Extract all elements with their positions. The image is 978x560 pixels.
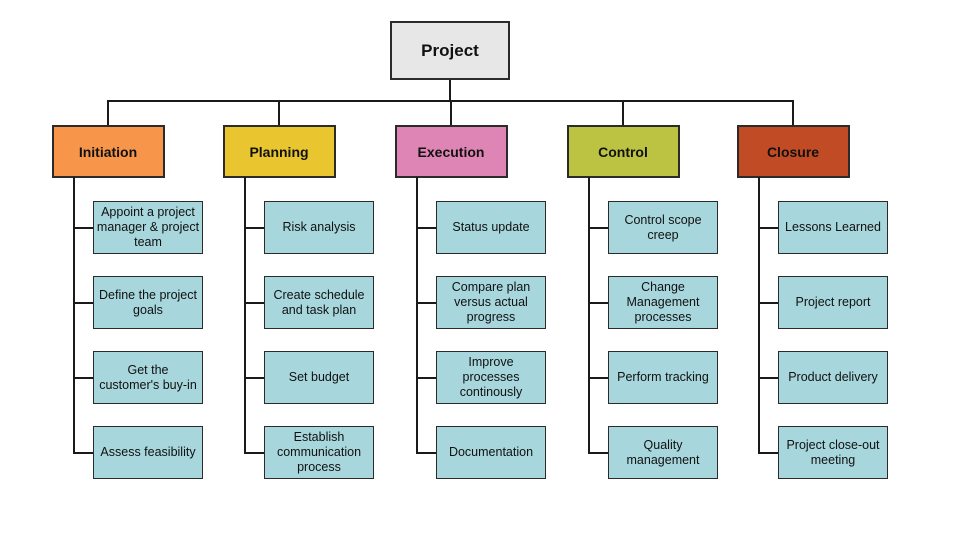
task-box-initiation-1: Appoint a project manager & project team — [93, 201, 203, 254]
task-box-execution-4: Documentation — [436, 426, 546, 479]
phase-box-closure: Closure — [736, 125, 850, 178]
task-box-execution-1: Status update — [436, 201, 546, 254]
connector-line — [757, 226, 778, 229]
task-box-initiation-2: Define the project goals — [93, 276, 203, 329]
connector-line — [415, 177, 418, 454]
connector-line — [107, 100, 109, 125]
connector-line — [72, 376, 93, 379]
connector-line — [72, 301, 93, 304]
connector-line — [757, 301, 778, 304]
task-box-control-4: Quality management — [608, 426, 718, 479]
task-box-planning-1: Risk analysis — [264, 201, 374, 254]
phase-box-planning: Planning — [222, 125, 336, 178]
connector-line — [757, 177, 760, 454]
connector-line — [757, 376, 778, 379]
connector-line — [587, 177, 590, 454]
connector-line — [243, 177, 246, 454]
connector-line — [587, 451, 608, 454]
connector-line — [587, 376, 608, 379]
connector-line — [72, 226, 93, 229]
connector-line — [587, 226, 608, 229]
connector-line — [243, 301, 264, 304]
connector-line — [792, 100, 794, 125]
connector-line — [622, 100, 624, 125]
task-box-initiation-4: Assess feasibility — [93, 426, 203, 479]
task-box-closure-3: Product delivery — [778, 351, 888, 404]
phase-box-execution: Execution — [394, 125, 508, 178]
connector-line — [449, 80, 451, 102]
connector-line — [243, 451, 264, 454]
connector-line — [757, 451, 778, 454]
task-box-closure-4: Project close-out meeting — [778, 426, 888, 479]
task-box-execution-2: Compare plan versus actual progress — [436, 276, 546, 329]
task-box-planning-4: Establish communication process — [264, 426, 374, 479]
task-box-control-3: Perform tracking — [608, 351, 718, 404]
connector-line — [587, 301, 608, 304]
connector-line — [415, 376, 436, 379]
root-node-project: Project — [390, 21, 510, 80]
task-box-control-2: Change Management processes — [608, 276, 718, 329]
task-box-initiation-3: Get the customer's buy-in — [93, 351, 203, 404]
connector-line — [243, 226, 264, 229]
task-box-closure-1: Lessons Learned — [778, 201, 888, 254]
connector-line — [415, 301, 436, 304]
task-box-execution-3: Improve processes continously — [436, 351, 546, 404]
task-box-planning-3: Set budget — [264, 351, 374, 404]
connector-line — [278, 100, 280, 125]
task-box-closure-2: Project report — [778, 276, 888, 329]
phase-box-control: Control — [566, 125, 680, 178]
connector-line — [72, 451, 93, 454]
task-box-control-1: Control scope creep — [608, 201, 718, 254]
task-box-planning-2: Create schedule and task plan — [264, 276, 374, 329]
connector-line — [415, 451, 436, 454]
connector-line — [415, 226, 436, 229]
connector-line — [243, 376, 264, 379]
connector-line — [450, 100, 452, 125]
connector-line — [72, 177, 75, 454]
phase-box-initiation: Initiation — [51, 125, 165, 178]
